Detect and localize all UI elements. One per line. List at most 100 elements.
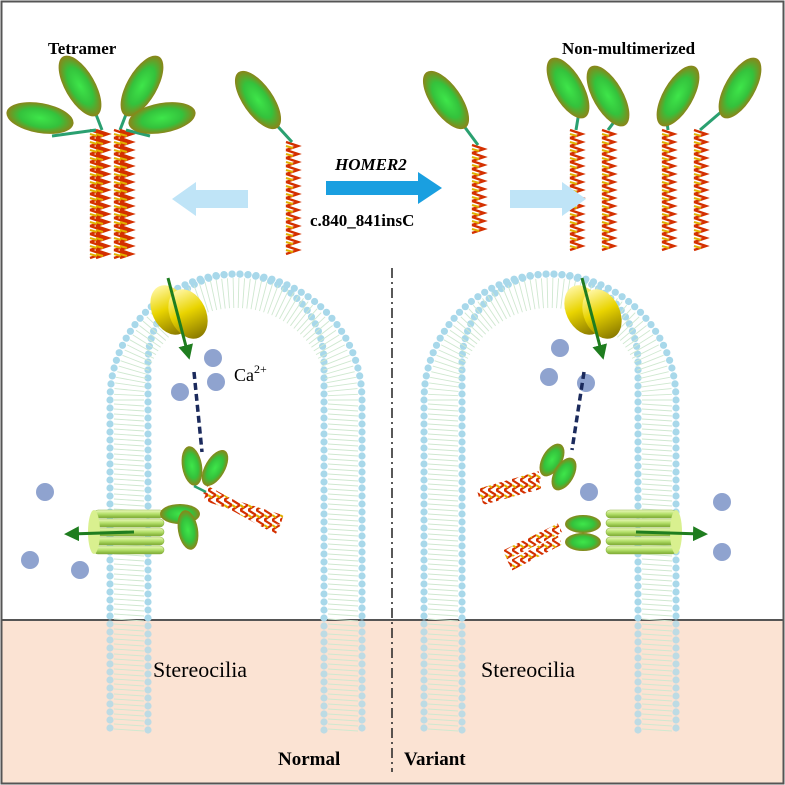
lipid-tail: [641, 468, 673, 472]
membrane-bead: [634, 494, 642, 502]
helix-turn: [113, 229, 122, 233]
lipid-tail: [293, 304, 314, 329]
coiled-coil-helix: [480, 479, 542, 505]
membrane-bead: [573, 274, 581, 282]
membrane-bead: [320, 478, 328, 486]
lipid-tail: [427, 548, 459, 552]
membrane-bead: [458, 470, 466, 478]
helix-turn: [95, 160, 112, 172]
membrane-bead: [106, 668, 114, 676]
lipid-tail: [327, 448, 359, 452]
lipid-tail: [327, 653, 359, 657]
homer2-protein-icon: [656, 65, 700, 252]
lipid-tail: [113, 503, 145, 507]
lipid-tail: [641, 723, 673, 727]
channel-ring: [93, 545, 165, 555]
membrane-bead: [320, 470, 328, 478]
helix-turn: [471, 164, 480, 168]
helix-turn: [693, 176, 710, 188]
membrane-bead: [144, 422, 152, 430]
membrane-bead: [112, 356, 120, 364]
helix-turn: [285, 220, 302, 232]
membrane-bead: [458, 358, 466, 366]
mutation-label: c.840_841insC: [310, 211, 414, 230]
lipid-tail: [641, 628, 673, 632]
membrane-bead: [634, 670, 642, 678]
helix-turn: [661, 224, 678, 236]
membrane-bead: [357, 380, 365, 388]
lipid-tail: [250, 279, 257, 310]
lipid-tail: [113, 423, 145, 427]
membrane-bead: [672, 628, 680, 636]
membrane-bead: [354, 364, 362, 372]
calcium-label: Ca2+: [234, 362, 267, 385]
lipid-tail: [496, 289, 511, 318]
membrane-bead: [144, 558, 152, 566]
helix-turn: [113, 208, 130, 220]
helix-turn: [95, 237, 104, 241]
lipid-tail: [629, 339, 657, 355]
helix-turn: [661, 160, 678, 172]
membrane-bead: [634, 566, 642, 574]
helix-turn: [119, 173, 128, 177]
lipid-tail: [271, 287, 284, 316]
membrane-bead: [634, 574, 642, 582]
membrane-bead: [634, 502, 642, 510]
membrane-bead: [458, 694, 466, 702]
lipid-tail: [427, 558, 459, 562]
lipid-tail: [113, 618, 145, 622]
helix-turn: [89, 237, 98, 241]
membrane-bead: [320, 350, 328, 358]
helix-turn: [601, 213, 610, 217]
helix-turn: [471, 228, 480, 232]
membrane-bead: [542, 270, 550, 278]
membrane-bead: [458, 654, 466, 662]
helix-turn: [89, 221, 98, 225]
membrane-bead: [320, 718, 328, 726]
helix-turn: [471, 199, 488, 211]
lipid-tail: [641, 488, 673, 492]
lipid-tail: [327, 603, 359, 607]
lipid-tail: [641, 708, 673, 712]
efflux-arrow: [635, 526, 708, 542]
membrane-bead: [670, 372, 678, 380]
calcium-ion-icon: [171, 383, 189, 401]
helix-turn: [285, 249, 294, 253]
helix-turn: [285, 209, 294, 213]
helix-turn: [693, 189, 702, 193]
helix-turn: [661, 200, 678, 212]
calcium-ion-icon: [71, 561, 89, 579]
helix-turn: [601, 173, 610, 177]
helix-turn: [693, 213, 702, 217]
membrane-bead: [672, 708, 680, 716]
membrane-bead: [118, 341, 127, 349]
membrane-bead: [672, 612, 680, 620]
helix-turn: [285, 172, 302, 184]
lipid-tail: [427, 468, 459, 472]
calcium-ion-icon: [540, 368, 558, 386]
membrane-bead: [345, 341, 354, 349]
lipid-tail: [427, 578, 459, 582]
evh1-domain: [546, 57, 590, 119]
membrane-bead: [634, 382, 642, 390]
membrane-bead: [106, 596, 114, 604]
membrane-bead: [458, 390, 466, 398]
helix-turn: [601, 152, 618, 164]
helix-turn: [285, 148, 302, 160]
lipid-tail: [434, 360, 464, 371]
lipid-tail: [327, 488, 359, 492]
helix-turn: [661, 192, 678, 204]
membrane-bead: [244, 271, 252, 279]
lipid-tail: [641, 558, 673, 562]
membrane-bead: [144, 462, 152, 470]
lipid-tail: [146, 316, 170, 338]
membrane-bead: [420, 708, 428, 716]
lipid-tail: [529, 279, 536, 310]
lipid-tail: [122, 354, 151, 367]
lipid-tail: [327, 668, 359, 672]
lipid-tail: [113, 698, 145, 702]
helix-turn: [471, 191, 488, 203]
lipid-tail: [427, 533, 459, 537]
helix-turn: [601, 221, 610, 225]
lipid-tail: [132, 334, 159, 352]
